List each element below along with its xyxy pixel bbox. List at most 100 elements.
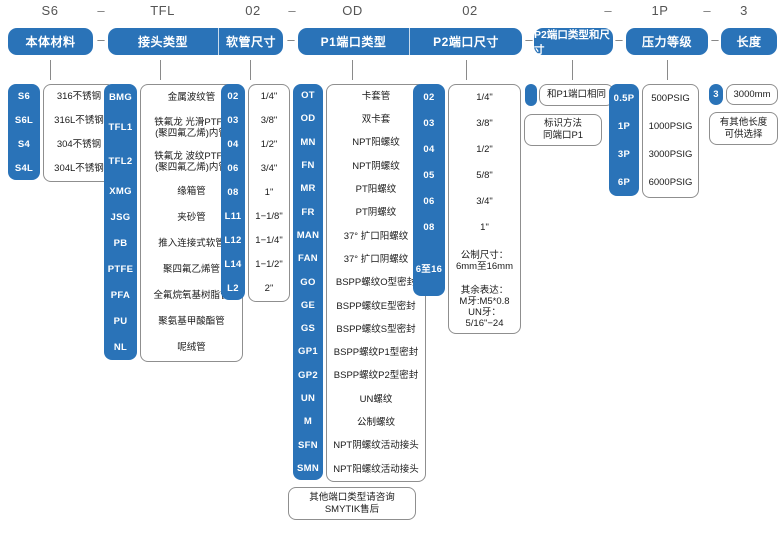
p1-port-type-value: BSPP螺纹P1型密封 — [333, 347, 419, 359]
pressure-rating-code[interactable]: 1P — [617, 120, 631, 132]
connector-type-value: 聚四氟乙烯管 — [162, 264, 220, 276]
body-material-code[interactable]: S4 — [17, 138, 31, 150]
hose-size-code[interactable]: 02 — [227, 90, 239, 102]
header-connector-type[interactable]: 接头类型 — [137, 35, 188, 49]
p1-port-type-value: NPT阳螺纹 — [352, 137, 400, 149]
connector-type-code[interactable]: TFL1 — [108, 121, 133, 133]
pressure-rating-value: 6000PSIG — [648, 177, 693, 189]
hose-size-code[interactable]: 04 — [227, 138, 239, 150]
connector-type-code[interactable]: PU — [113, 315, 128, 327]
hose-size-code[interactable]: L12 — [224, 234, 242, 246]
body-material-value: 316L不锈钢 — [54, 115, 104, 127]
connector-type-code[interactable]: TFL2 — [108, 155, 133, 167]
connector-type-value-line: 铁氟龙 光滑PTFE — [154, 117, 229, 128]
connector-type-code[interactable]: PFA — [110, 289, 131, 301]
pressure-rating-code[interactable]: 6P — [617, 176, 631, 188]
p2-port-size-code[interactable]: 06 — [423, 195, 435, 207]
p1-port-type-code[interactable]: UN — [300, 393, 316, 404]
p1-port-type-value: BSPP螺纹E型密封 — [336, 300, 416, 312]
connector-type-code[interactable]: PB — [113, 237, 128, 249]
body-material-code[interactable]: S6L — [14, 114, 34, 126]
p2-port-size-code[interactable]: 02 — [423, 91, 435, 103]
p1-port-type-code[interactable]: GS — [300, 323, 316, 335]
p2-port-size-code[interactable]: 05 — [423, 169, 435, 181]
length-code-list[interactable]: 3 — [709, 84, 723, 105]
header-separator-1: – — [97, 32, 105, 47]
p1-port-type-code[interactable]: M — [303, 416, 313, 428]
p1-port-type-code[interactable]: GP2 — [298, 369, 318, 381]
p1-port-type-code[interactable]: SFN — [298, 439, 318, 451]
pressure-rating-code[interactable]: 0.5P — [613, 92, 635, 104]
body-material-code[interactable]: S4L — [14, 162, 34, 174]
hose-size-code[interactable]: L2 — [227, 282, 239, 294]
p2-port-size-value: 公制尺寸：6mm至16mm — [449, 241, 520, 281]
note-line: 有其他长度 — [719, 116, 768, 128]
p2-port-size-value: 3/8" — [476, 118, 493, 130]
part-code-hose-size: 02 — [245, 3, 261, 18]
p1-port-type-value: 公制螺纹 — [356, 417, 395, 429]
hose-size-value: 1/4" — [260, 91, 278, 103]
hose-size-code[interactable]: 03 — [227, 114, 239, 126]
hose-size-code[interactable]: 06 — [227, 162, 239, 174]
p2-port-size-code-list[interactable]: 02 03 04 05 06 08 6至16 — [413, 84, 445, 296]
connector-type-code[interactable]: NL — [113, 341, 128, 353]
p1-port-type-code[interactable]: FN — [301, 160, 315, 172]
part-code-p2-port-size: 02 — [462, 3, 478, 18]
p2-port-size-code[interactable]: 6至16 — [415, 264, 443, 275]
p2-port-size-value: 5/8" — [476, 170, 493, 182]
p1-port-type-code[interactable]: GP1 — [298, 346, 318, 358]
p1-port-type-code[interactable]: OT — [301, 90, 315, 102]
p1-port-type-code[interactable]: GE — [300, 299, 316, 311]
header-length[interactable]: 长度 — [721, 28, 777, 55]
pressure-rating-code-list[interactable]: 0.5P 1P 3P 6P — [609, 84, 639, 196]
p1-port-type-code[interactable]: MN — [300, 136, 316, 148]
header-p2-port-size[interactable]: P2端口尺寸 — [433, 35, 499, 49]
connector-type-value-line: (聚四氟乙烯)内管 — [155, 128, 228, 139]
p1-port-type-code[interactable]: GO — [300, 276, 316, 288]
tick-connector-type — [160, 60, 161, 80]
p2-port-size-code[interactable]: 04 — [423, 143, 435, 155]
header-p1-port-type[interactable]: P1端口类型 — [320, 35, 387, 49]
length-note: 有其他长度可供选择 — [709, 112, 778, 145]
header-separator-4: – — [615, 32, 623, 47]
p1-port-type-value: PT阳螺纹 — [355, 184, 397, 196]
connector-type-code[interactable]: XMG — [109, 185, 132, 197]
connector-type-value: 全氟烷氧基树脂管 — [153, 290, 230, 302]
connector-type-code[interactable]: BMG — [108, 91, 133, 103]
p1-port-type-code[interactable]: FR — [301, 206, 315, 218]
body-material-code[interactable]: S6 — [17, 90, 31, 102]
p1-port-type-value: 卡套管 — [361, 90, 391, 102]
p1-port-type-code[interactable]: MAN — [296, 229, 320, 241]
hose-size-code[interactable]: L11 — [224, 210, 242, 222]
header-divider — [409, 28, 410, 55]
hose-size-code[interactable]: L14 — [224, 258, 242, 270]
p1-port-type-code[interactable]: FAN — [298, 253, 318, 265]
p2-port-type-size-code-pill[interactable] — [525, 84, 537, 106]
pressure-rating-code[interactable]: 3P — [617, 148, 631, 160]
p1-port-type-code[interactable]: MR — [300, 183, 316, 195]
p2-port-size-code[interactable]: 03 — [423, 117, 435, 129]
header-p2-port-type-size[interactable]: P2端口类型和尺寸 — [534, 28, 613, 56]
connector-type-value-line: 铁氟龙 波纹PTFE — [154, 151, 229, 162]
body-material-value: 316不锈钢 — [56, 91, 102, 103]
tick-pressure-rating — [667, 60, 668, 80]
note-line: 可供选择 — [724, 128, 763, 140]
connector-type-code[interactable]: PTFE — [107, 263, 134, 275]
hose-size-code[interactable]: 08 — [227, 186, 239, 198]
p1-port-type-code[interactable]: SMN — [296, 462, 319, 474]
header-pressure-rating[interactable]: 压力等级 — [626, 28, 708, 55]
p1-port-type-code[interactable]: OD — [300, 113, 316, 125]
header-body-material[interactable]: 本体材料 — [8, 28, 93, 55]
p2-port-size-code[interactable]: 08 — [423, 221, 435, 233]
header-separator-2: – — [287, 32, 295, 47]
header-hose-size[interactable]: 软管尺寸 — [225, 35, 276, 49]
connector-type-code[interactable]: JSG — [110, 211, 131, 223]
